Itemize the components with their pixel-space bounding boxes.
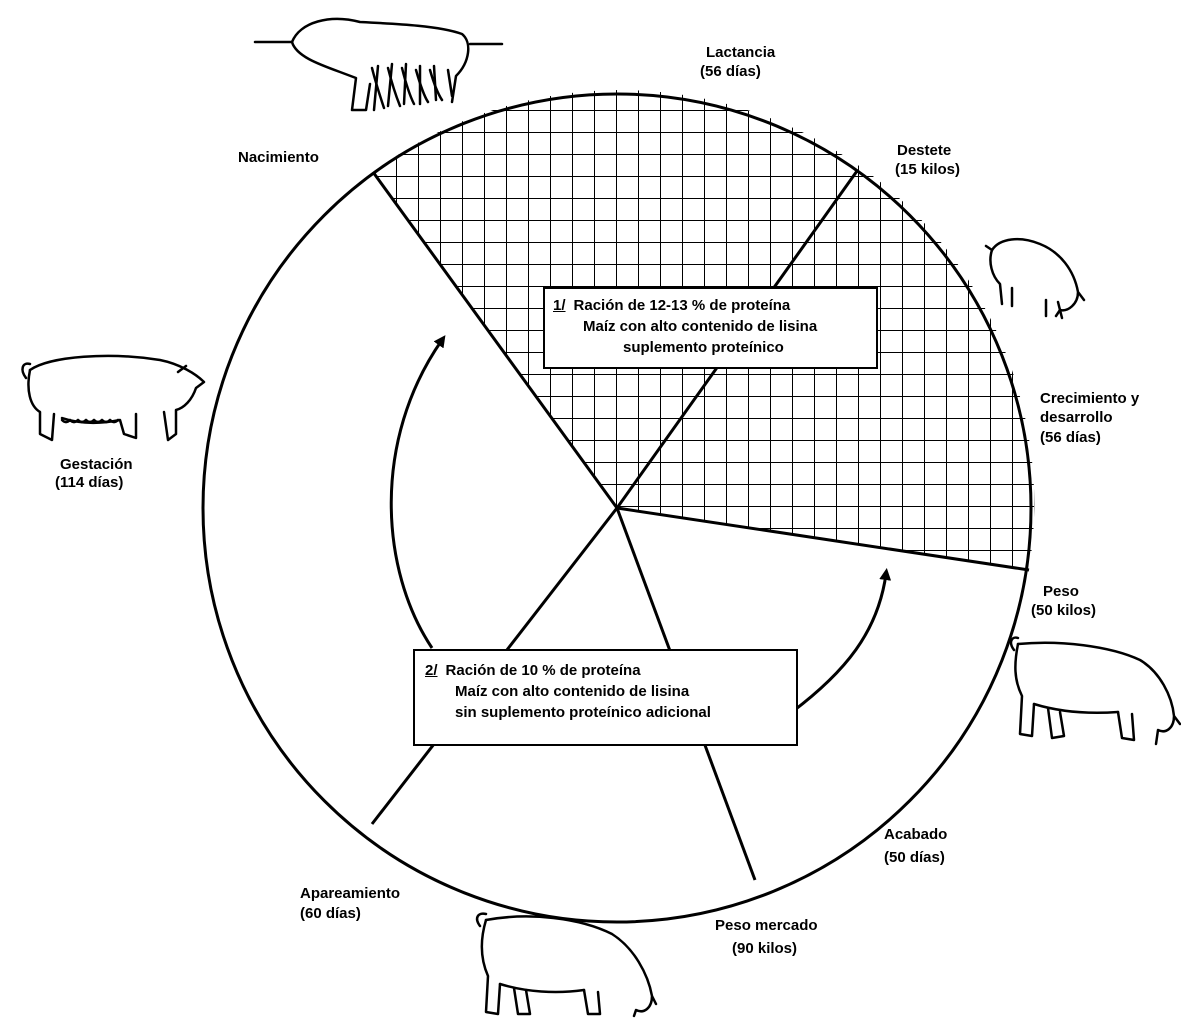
label-gestacion-dias: (114 días) [55,473,123,492]
box1-number: 1/ [553,297,566,314]
label-destete: Destete [897,141,951,160]
box1-title: Ración de 12-13 % de proteína [574,297,791,314]
ration-box-high-protein: 1/Ración de 12-13 % de proteína Maíz con… [543,287,878,369]
label-lactancia-dias: (56 días) [700,62,761,81]
label-peso-mercado-kilos: (90 kilos) [732,939,797,958]
label-acabado-dias: (50 días) [884,848,945,867]
label-peso-mercado: Peso mercado [715,916,818,935]
box2-line2: Maíz con alto contenido de lisina [425,681,786,702]
box2-line3: sin suplemento proteínico adicional [425,702,786,723]
cycle-arrow-left [391,340,442,648]
label-desarrollo: desarrollo [1040,408,1113,427]
market-pig-icon [477,914,656,1016]
grower-pig-icon [1011,638,1180,744]
label-nacimiento: Nacimiento [238,148,319,167]
label-crecimiento-dias: (56 días) [1040,428,1101,447]
label-peso: Peso [1043,582,1079,601]
box1-line3: suplemento proteínico [553,337,868,358]
label-peso-kilos: (50 kilos) [1031,601,1096,620]
box2-number: 2/ [425,662,438,679]
label-apareamiento-dias: (60 días) [300,904,361,923]
box2-title: Ración de 10 % de proteína [446,662,641,679]
ration-box-low-protein: 2/Ración de 10 % de proteína Maíz con al… [413,649,798,746]
pregnant-sow-icon [23,356,204,440]
label-lactancia: Lactancia [706,43,775,62]
label-acabado: Acabado [884,825,947,844]
box1-line2: Maíz con alto contenido de lisina [553,316,868,337]
label-apareamiento: Apareamiento [300,884,400,903]
cycle-arrow-right [792,574,886,712]
label-destete-kilos: (15 kilos) [895,160,960,179]
sow-nursing-piglets-icon [255,19,502,110]
piglet-icon [986,239,1084,318]
label-crecimiento: Crecimiento y [1040,389,1139,408]
label-gestacion: Gestación [60,455,133,474]
